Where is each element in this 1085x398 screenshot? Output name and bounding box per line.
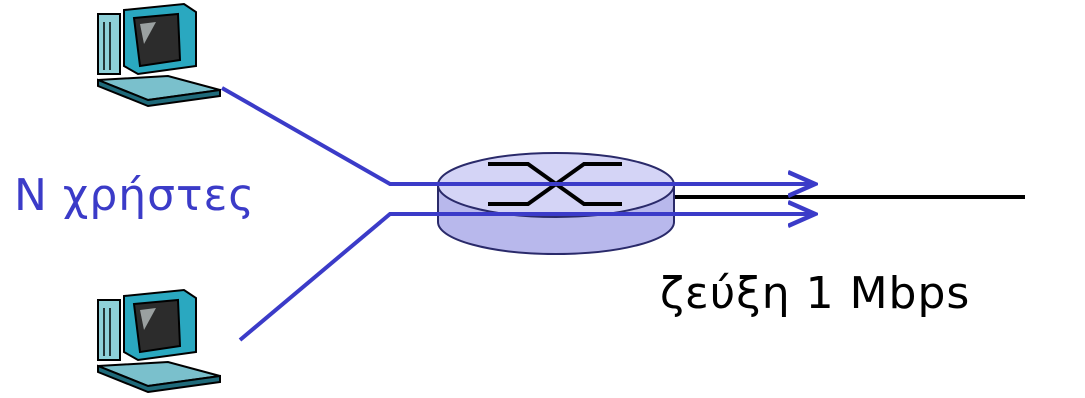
- link-capacity-label: ζεύξη 1 Mbps: [660, 268, 971, 319]
- flow-line-bottom: [238, 214, 815, 342]
- router-icon: [437, 152, 675, 255]
- desktop-computer-icon: [97, 2, 221, 108]
- desktop-computer-icon: [97, 288, 221, 394]
- flow-line-top: [221, 86, 815, 184]
- users-label: Ν χρήστες: [14, 170, 256, 221]
